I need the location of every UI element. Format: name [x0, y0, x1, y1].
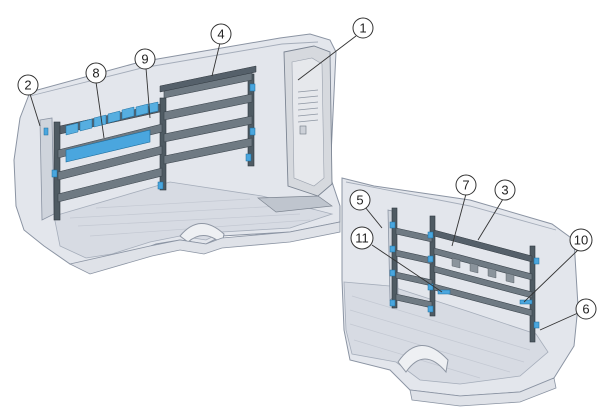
rshelf-a2 — [395, 249, 433, 265]
bulkhead-small-box — [299, 125, 307, 135]
bracket-l4 — [249, 83, 256, 92]
upright-left-2 — [159, 97, 167, 191]
callout-7-label: 7 — [462, 178, 469, 193]
shelf-right-4 — [163, 137, 253, 165]
shelving-unit-right — [389, 207, 540, 343]
bulkhead-floor-tray — [257, 195, 333, 213]
van-left-view — [13, 33, 341, 275]
rbracket-12 — [437, 289, 451, 295]
leader-10 — [523, 249, 579, 303]
shelving-unit-left — [43, 65, 257, 221]
van-right-upper-edge — [345, 181, 557, 231]
bracket-l2 — [157, 181, 164, 190]
leader-4 — [211, 42, 221, 77]
shelf-right-2 — [163, 93, 253, 121]
leader-5 — [364, 206, 383, 229]
callout-8: 8 — [85, 62, 107, 84]
leader-9 — [145, 67, 151, 119]
van-right-view — [341, 177, 579, 407]
callout-6: 6 — [575, 298, 597, 320]
leader-2 — [29, 93, 41, 127]
callout-10: 10 — [569, 228, 593, 252]
callout-4-label: 4 — [217, 27, 224, 42]
callout-9: 9 — [134, 48, 156, 70]
drawer-front — [65, 129, 151, 163]
bulkhead-vent-slots — [297, 89, 319, 123]
van-left-bottom-sill — [68, 221, 341, 275]
callout-3-label: 3 — [501, 183, 508, 198]
rbracket-5 — [427, 255, 434, 263]
leader-7 — [451, 193, 467, 247]
rbracket-6 — [427, 283, 434, 291]
leader-6 — [539, 312, 579, 331]
rbracket-9 — [533, 257, 540, 265]
rbracket-8 — [389, 299, 396, 307]
callout-2-label: 2 — [24, 78, 31, 93]
leader-8 — [95, 81, 105, 139]
callout-1: 1 — [352, 17, 374, 39]
rbracket-2 — [389, 245, 396, 253]
bulkhead-partition-inner — [291, 57, 325, 187]
van-right-bottom-sill — [409, 377, 557, 407]
rbracket-4 — [427, 231, 434, 239]
callout-11-label: 11 — [355, 231, 369, 246]
callout-11: 11 — [350, 226, 374, 250]
callout-8-label: 8 — [92, 66, 99, 81]
callout-5: 5 — [349, 189, 371, 211]
callout-9-label: 9 — [141, 52, 148, 67]
bracket-l3 — [245, 153, 252, 162]
van-left-floor-ribs — [69, 198, 311, 237]
bracket-l1 — [51, 169, 58, 178]
callout-3: 3 — [494, 179, 516, 201]
van-left-roof-edge — [29, 41, 319, 97]
callout-4: 4 — [210, 23, 232, 45]
leader-3 — [477, 198, 504, 241]
callout-6-label: 6 — [582, 302, 589, 317]
rshelf-b4 — [433, 283, 533, 317]
callouts: 1 2 3 4 5 6 7 8 — [17, 17, 597, 331]
callout-10-label: 10 — [574, 233, 588, 248]
callout-1-label: 1 — [359, 21, 366, 36]
bracket-l6 — [43, 127, 49, 136]
leader-1 — [297, 35, 357, 81]
rbracket-3 — [389, 269, 396, 277]
shelf-left-2 — [57, 145, 163, 181]
rshelf-b1 — [433, 229, 533, 263]
callout-2: 2 — [17, 74, 39, 96]
rbracket-11 — [533, 321, 540, 329]
rbracket-7 — [427, 305, 434, 313]
rbracket-1 — [389, 221, 396, 229]
top-shelf-rail — [159, 65, 257, 93]
right-shelf-dividers — [451, 257, 515, 284]
shelf-left-3 — [57, 167, 163, 203]
callout-7: 7 — [455, 174, 477, 196]
callout-5-label: 5 — [356, 193, 363, 208]
rshelf-a1 — [395, 227, 433, 243]
leader-11 — [371, 244, 443, 293]
parts-bins — [65, 101, 159, 136]
rshelf-b3 — [433, 265, 533, 299]
bracket-l5 — [249, 127, 256, 136]
shelf-right-3 — [163, 115, 253, 143]
van-right-wheel-arch — [397, 345, 449, 374]
rshelf-b2 — [433, 247, 533, 281]
